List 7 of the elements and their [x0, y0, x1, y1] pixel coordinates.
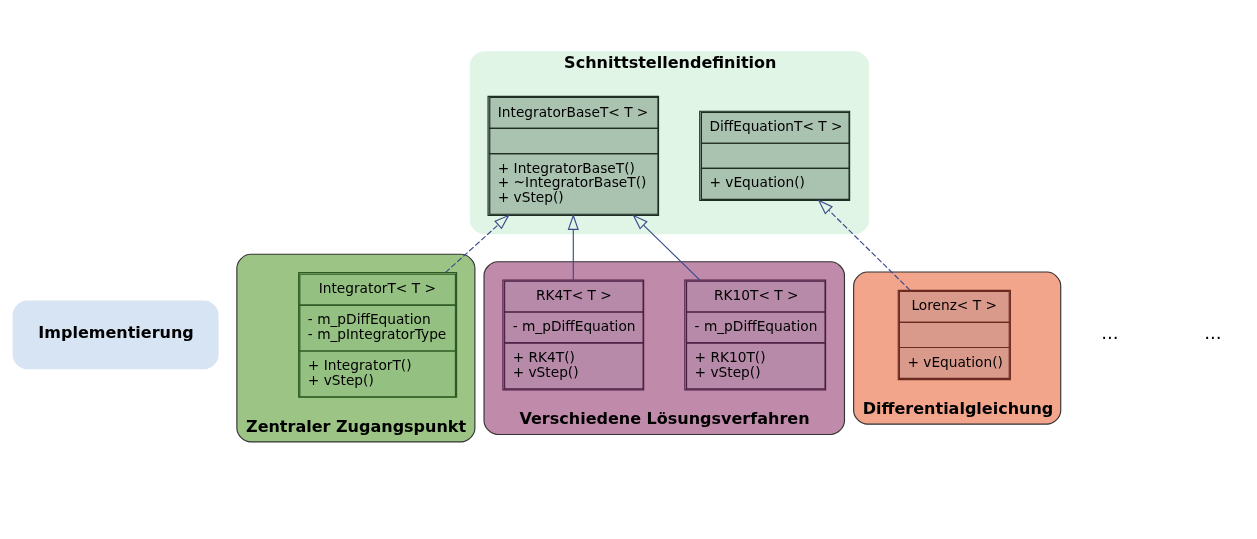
label: ... [1204, 321, 1222, 343]
label: ... [1101, 321, 1119, 343]
arrow [567, 213, 579, 280]
arrow [632, 213, 701, 280]
arrow [817, 198, 911, 291]
arrow [444, 213, 510, 273]
node-box: Implementierung [12, 300, 219, 369]
